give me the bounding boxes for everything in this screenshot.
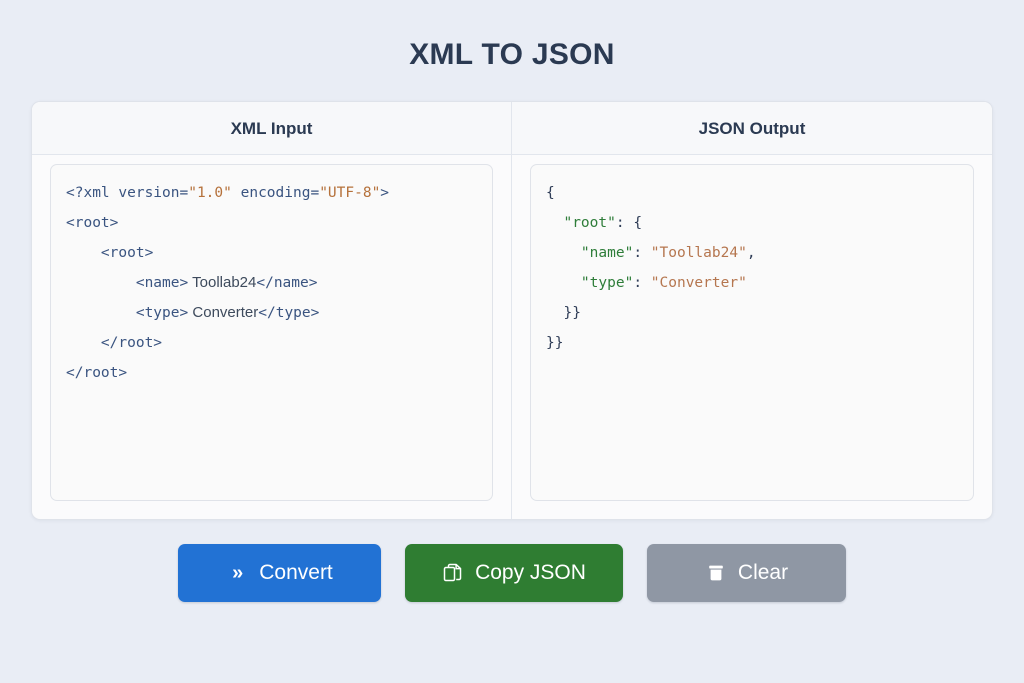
xml-name-close-tag: </name> <box>256 275 318 291</box>
xml-root-open-tag: <root> <box>66 215 119 231</box>
xml-inner-root-close-tag: </root> <box>100 335 163 351</box>
xml-line-7: </root> <box>66 358 477 388</box>
json-output-header: JSON Output <box>512 102 992 155</box>
xml-input-panel: XML Input <?xml version="1.0" encoding="… <box>32 102 512 519</box>
xml-input-body: <?xml version="1.0" encoding="UTF-8"> <ro… <box>32 155 511 519</box>
json-line-5: }} <box>546 298 958 328</box>
action-button-row: » Convert Copy JSON Clear <box>0 544 1024 602</box>
xml-version-value: "1.0" <box>188 185 232 201</box>
json-output-body: { "root": { "name": "Toollab24", "type":… <box>512 155 992 519</box>
json-brace-open: { <box>546 185 555 201</box>
json-line-6: }} <box>546 328 958 358</box>
json-name-colon: : <box>633 245 651 261</box>
json-output-textarea[interactable]: { "root": { "name": "Toollab24", "type":… <box>530 164 974 501</box>
xml-type-text: Converter <box>188 304 259 321</box>
xml-name-text: Toollab24 <box>188 274 257 291</box>
json-root-key: "root" <box>563 215 616 231</box>
json-name-key: "name" <box>580 245 634 261</box>
json-root-colon-brace: : { <box>615 215 643 231</box>
xml-encoding-key: encoding= <box>231 185 320 201</box>
trash-icon <box>705 562 727 584</box>
clear-button-label: Clear <box>737 561 789 584</box>
json-line-1: { <box>546 178 958 208</box>
xml-line-1: <?xml version="1.0" encoding="UTF-8"> <box>66 178 477 208</box>
page-title: XML TO JSON <box>409 38 615 71</box>
xml-inner-root-open-tag: <root> <box>100 245 154 261</box>
xml-line-5: <type> Converter</type> <box>66 298 477 328</box>
xml-root-close-tag: </root> <box>66 365 128 381</box>
json-name-comma: , <box>746 245 756 261</box>
json-output-panel: JSON Output { "root": { "name": "Toollab… <box>512 102 992 519</box>
double-chevron-glyph: » <box>232 562 243 584</box>
xml-type-open-tag: <type> <box>135 305 189 321</box>
json-type-colon: : <box>633 275 651 291</box>
xml-input-header: XML Input <box>32 102 511 155</box>
json-line-4: "type": "Converter" <box>546 268 958 298</box>
xml-input-textarea[interactable]: <?xml version="1.0" encoding="UTF-8"> <ro… <box>50 164 493 501</box>
copy-icon <box>442 562 464 584</box>
double-chevron-right-icon: » <box>226 562 248 584</box>
xml-decl-open: <?xml version= <box>66 185 189 201</box>
xml-type-close-tag: </type> <box>258 305 320 321</box>
convert-button-label: Convert <box>259 561 333 584</box>
xml-line-2: <root> <box>66 208 477 238</box>
xml-line-6: </root> <box>66 328 477 358</box>
clear-button[interactable]: Clear <box>647 544 846 602</box>
json-name-value: "Toollab24" <box>650 245 747 261</box>
json-type-value: "Converter" <box>650 275 747 291</box>
xml-name-open-tag: <name> <box>135 275 189 291</box>
xml-line-4: <name> Toollab24</name> <box>66 268 477 298</box>
json-type-key: "type" <box>580 275 634 291</box>
converter-card: XML Input <?xml version="1.0" encoding="… <box>31 101 993 520</box>
json-line-2: "root": { <box>546 208 958 238</box>
xml-encoding-value: "UTF-8" <box>319 185 381 201</box>
json-close-inner: }} <box>563 305 581 321</box>
xml-decl-close: > <box>380 185 390 201</box>
convert-button[interactable]: » Convert <box>178 544 381 602</box>
json-close-outer: }} <box>546 335 564 351</box>
copy-json-button[interactable]: Copy JSON <box>405 544 623 602</box>
json-line-3: "name": "Toollab24", <box>546 238 958 268</box>
copy-json-button-label: Copy JSON <box>475 561 586 584</box>
xml-line-3: <root> <box>66 238 477 268</box>
